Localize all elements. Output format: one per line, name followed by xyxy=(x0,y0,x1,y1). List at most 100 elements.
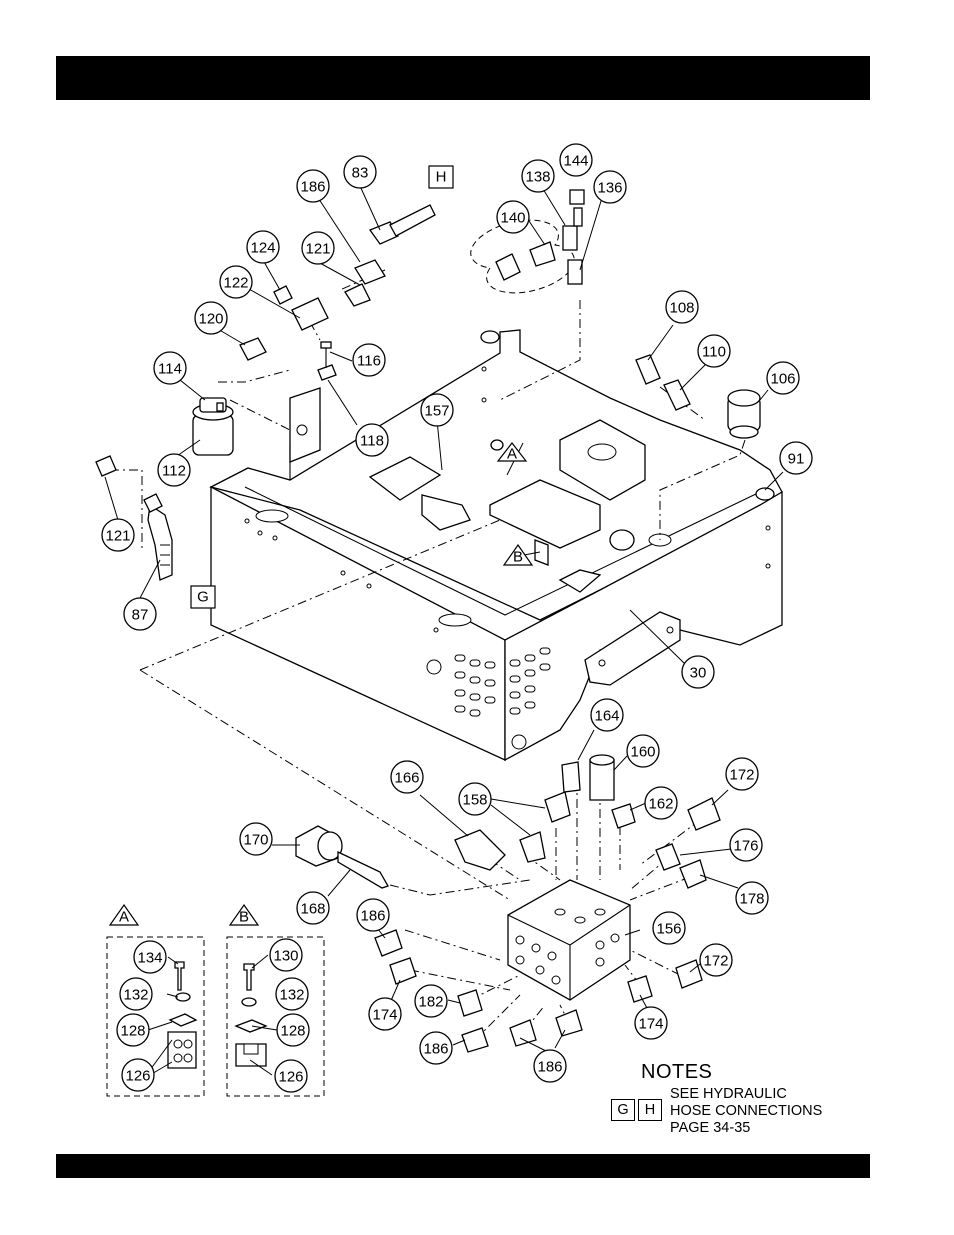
callout-162: 162 xyxy=(645,787,677,819)
detail-b-label: B xyxy=(230,905,258,926)
callout-166: 166 xyxy=(391,761,423,793)
callout-156: 156 xyxy=(653,912,685,944)
callout-text: 120 xyxy=(198,311,223,328)
callout-text: 160 xyxy=(630,744,655,761)
notes-title: NOTES xyxy=(641,1061,712,1084)
callout-text: 136 xyxy=(597,180,622,197)
callout-text: 140 xyxy=(500,210,525,227)
callout-text: 130 xyxy=(273,948,298,965)
box-label-g: G xyxy=(191,586,215,608)
callout-text: 124 xyxy=(250,240,275,257)
callout-text: 132 xyxy=(123,987,148,1004)
callout-text: 186 xyxy=(360,908,385,925)
callout-174: 174 xyxy=(635,1007,667,1039)
callout-text: 186 xyxy=(423,1041,448,1058)
callout-126: 126 xyxy=(122,1059,154,1091)
callout-87: 87 xyxy=(124,598,156,630)
callout-186: 186 xyxy=(297,170,329,202)
callout-text: 110 xyxy=(702,344,726,361)
callout-text: 83 xyxy=(352,165,369,182)
callout-text: 174 xyxy=(638,1016,663,1033)
callout-text: 176 xyxy=(733,838,758,855)
callout-text: 112 xyxy=(162,463,186,480)
box-label-h-text: H xyxy=(436,169,447,186)
callout-text: 91 xyxy=(788,451,805,468)
callout-text: 156 xyxy=(656,921,681,938)
callout-text: 168 xyxy=(300,901,325,918)
callout-text: 122 xyxy=(223,275,248,292)
callout-170: 170 xyxy=(240,823,272,855)
callout-136: 136 xyxy=(594,171,626,203)
callout-174: 174 xyxy=(369,998,401,1030)
callout-186: 186 xyxy=(357,899,389,931)
callout-text: 178 xyxy=(739,891,764,908)
callout-106: 106 xyxy=(767,362,799,394)
callout-text: 87 xyxy=(132,607,149,624)
callout-128: 128 xyxy=(117,1014,149,1046)
callout-text: 106 xyxy=(770,371,795,388)
detail-a-label: A xyxy=(110,905,138,926)
notes-line-1: SEE HYDRAULIC xyxy=(670,1086,787,1102)
callout-182: 182 xyxy=(415,985,447,1017)
callout-160: 160 xyxy=(627,735,659,767)
callout-text: 108 xyxy=(669,300,694,317)
triangle-label-a-text: A xyxy=(507,446,517,463)
callout-text: 186 xyxy=(300,179,325,196)
callout-text: 166 xyxy=(394,770,419,787)
callout-text: 128 xyxy=(280,1023,305,1040)
callout-text: 174 xyxy=(372,1007,397,1024)
callout-text: 134 xyxy=(137,950,162,967)
triangle-label-b-text: B xyxy=(513,549,523,566)
callout-text: 138 xyxy=(525,169,550,186)
callout-110: 110 xyxy=(698,335,730,367)
callout-text: 128 xyxy=(120,1023,145,1040)
callout-114: 114 xyxy=(154,352,186,384)
callout-text: 126 xyxy=(278,1069,303,1086)
callout-text: 182 xyxy=(418,994,443,1011)
callout-176: 176 xyxy=(730,829,762,861)
callout-text: 121 xyxy=(105,528,130,545)
callout-text: 170 xyxy=(243,832,268,849)
fittings-top-left xyxy=(240,205,435,380)
callout-122: 122 xyxy=(220,266,252,298)
callout-172: 172 xyxy=(700,944,732,976)
callout-118: 118 xyxy=(356,424,388,456)
detail-b-label-text: B xyxy=(239,909,249,926)
hydraulic-filter xyxy=(193,398,233,455)
callout-text: 158 xyxy=(462,792,487,809)
callout-134: 134 xyxy=(134,941,166,973)
callout-132: 132 xyxy=(120,978,152,1010)
fitting-121-left xyxy=(96,456,116,476)
callout-186: 186 xyxy=(534,1050,566,1082)
callout-text: 114 xyxy=(158,361,182,378)
callout-text: 186 xyxy=(537,1059,562,1076)
callout-text: 126 xyxy=(125,1068,150,1085)
callout-186: 186 xyxy=(420,1032,452,1064)
hose-87 xyxy=(144,494,172,580)
callout-text: 172 xyxy=(703,953,728,970)
callout-112: 112 xyxy=(158,454,190,486)
callout-121: 121 xyxy=(302,232,334,264)
callout-text: 30 xyxy=(690,665,707,682)
callout-158: 158 xyxy=(459,783,491,815)
callout-120: 120 xyxy=(195,302,227,334)
notes-box-g: G xyxy=(611,1099,635,1121)
callout-text: 164 xyxy=(594,708,619,725)
callout-138: 138 xyxy=(522,160,554,192)
callout-168: 168 xyxy=(297,892,329,924)
base-frame xyxy=(211,330,782,760)
box-label-g-text: G xyxy=(197,589,209,606)
callout-83: 83 xyxy=(344,156,376,188)
manifold-block xyxy=(508,880,630,1000)
callout-text: 116 xyxy=(357,353,381,370)
callout-132: 132 xyxy=(276,978,308,1010)
callout-130: 130 xyxy=(270,939,302,971)
callout-121: 121 xyxy=(102,519,134,551)
box-label-h: H xyxy=(429,166,453,188)
callout-116: 116 xyxy=(353,344,385,376)
callout-91: 91 xyxy=(780,442,812,474)
callout-144: 144 xyxy=(560,144,592,176)
callout-text: 157 xyxy=(424,403,449,420)
notes-line-2: HOSE CONNECTIONS xyxy=(670,1103,822,1119)
detail-a-label-text: A xyxy=(119,909,129,926)
